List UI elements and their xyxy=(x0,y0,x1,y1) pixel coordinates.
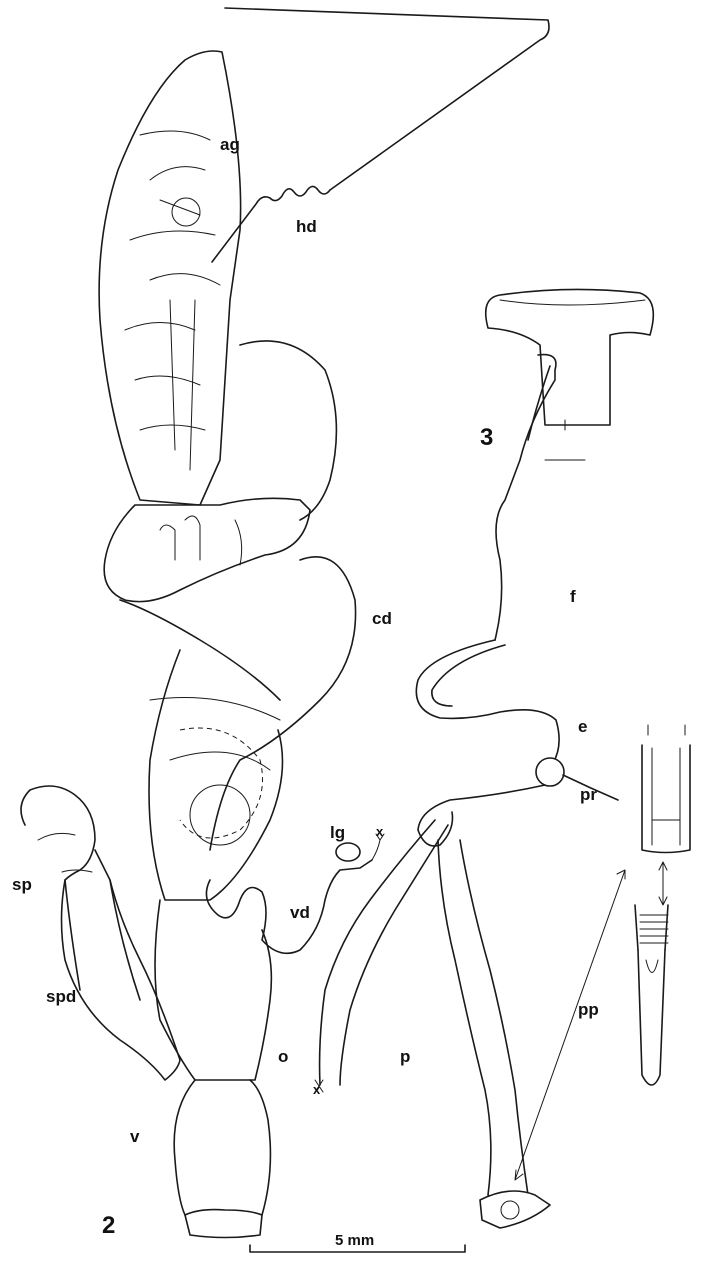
label-vd: vd xyxy=(290,903,310,922)
scale-bar: 5 mm xyxy=(250,1232,465,1252)
vas-deferens xyxy=(206,834,384,953)
label-cd: cd xyxy=(372,609,392,628)
label-ag: ag xyxy=(220,135,240,154)
marker-cut-top: x xyxy=(376,824,384,839)
oviduct-vagina xyxy=(155,900,271,1238)
label-pp: pp xyxy=(578,1000,599,1019)
label-spd: spd xyxy=(46,987,76,1006)
label-lg: lg xyxy=(330,823,345,842)
marker-cut-bottom: x xyxy=(313,1082,321,1097)
common-duct xyxy=(120,557,356,900)
label-v: v xyxy=(130,1127,140,1146)
label-sp: sp xyxy=(12,875,32,894)
label-p: p xyxy=(400,1047,410,1066)
label-o: o xyxy=(278,1047,288,1066)
figure-number-2: 2 xyxy=(102,1212,115,1239)
figure-number-3: 3 xyxy=(480,424,493,451)
label-f: f xyxy=(570,587,576,606)
scale-bar-label: 5 mm xyxy=(335,1232,374,1249)
part-labels: ag hd cd sp spd v o lg vd p f e pr pp x … xyxy=(12,135,599,1239)
penis-complex xyxy=(315,355,618,1228)
label-e: e xyxy=(578,717,587,736)
figure-3-inset xyxy=(486,289,654,460)
hermaphrodite-duct xyxy=(212,8,549,262)
label-hd: hd xyxy=(296,217,317,236)
albumen-gland xyxy=(99,51,241,505)
upper-oviduct xyxy=(104,341,336,602)
label-pr: pr xyxy=(580,785,597,804)
